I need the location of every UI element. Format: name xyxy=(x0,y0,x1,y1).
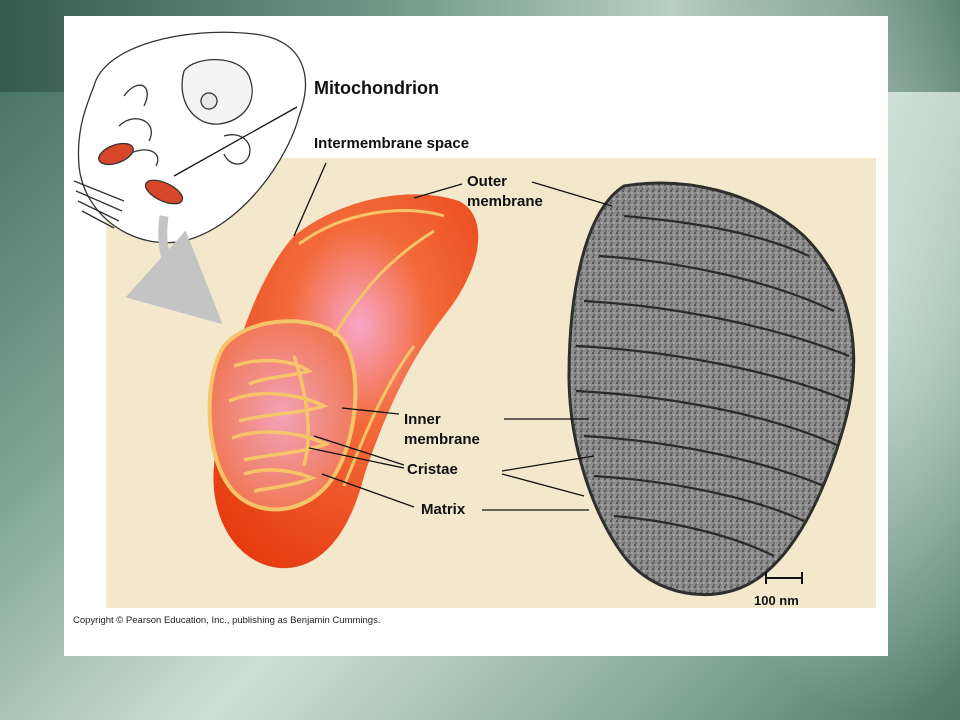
figure-panel: Mitochondrion Intermembrane space Outer … xyxy=(64,16,888,656)
copyright-text: Copyright © Pearson Education, Inc., pub… xyxy=(73,615,381,626)
mitochondrion-illustration xyxy=(207,194,479,569)
electron-micrograph xyxy=(567,181,856,597)
label-outer-membrane-1: Outer xyxy=(467,173,507,190)
label-outer-membrane-2: membrane xyxy=(467,193,543,210)
cell-sketch xyxy=(73,31,306,244)
mitochondrion-diagram: Mitochondrion Intermembrane space Outer … xyxy=(73,31,876,608)
label-intermembrane-space: Intermembrane space xyxy=(314,135,469,152)
label-scale-bar: 100 nm xyxy=(754,593,799,608)
zoom-arrow xyxy=(125,215,223,325)
label-inner-membrane-2: membrane xyxy=(404,431,480,448)
leader-lines xyxy=(173,106,613,511)
scale-bar xyxy=(765,572,803,584)
label-cristae: Cristae xyxy=(407,461,458,478)
label-matrix: Matrix xyxy=(421,501,466,518)
label-mitochondrion: Mitochondrion xyxy=(314,78,439,98)
label-inner-membrane-1: Inner xyxy=(404,411,441,428)
